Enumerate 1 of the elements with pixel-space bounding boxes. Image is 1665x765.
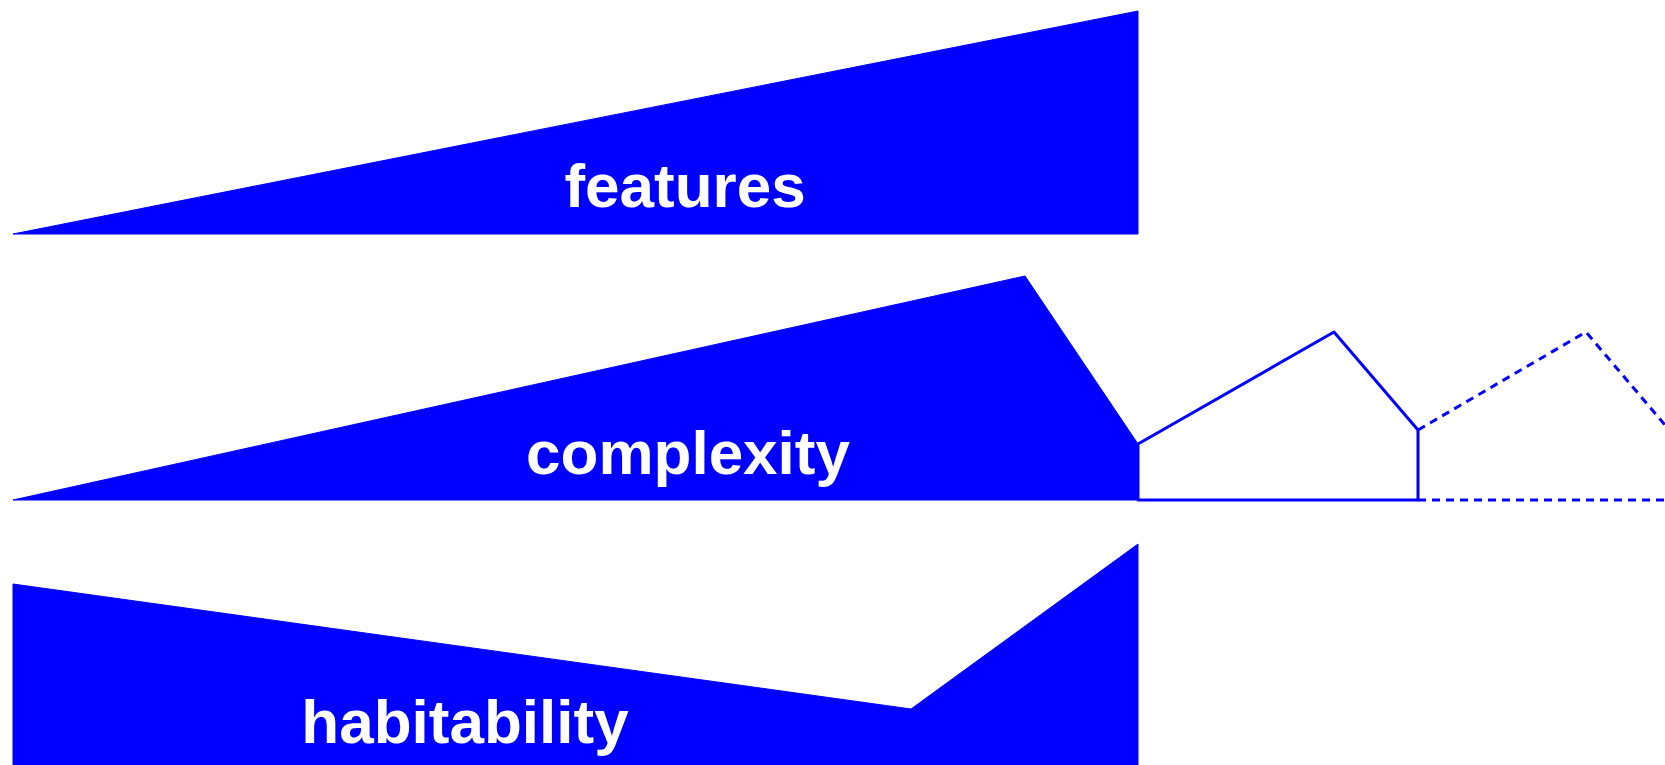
shape-label: features [564,155,806,217]
